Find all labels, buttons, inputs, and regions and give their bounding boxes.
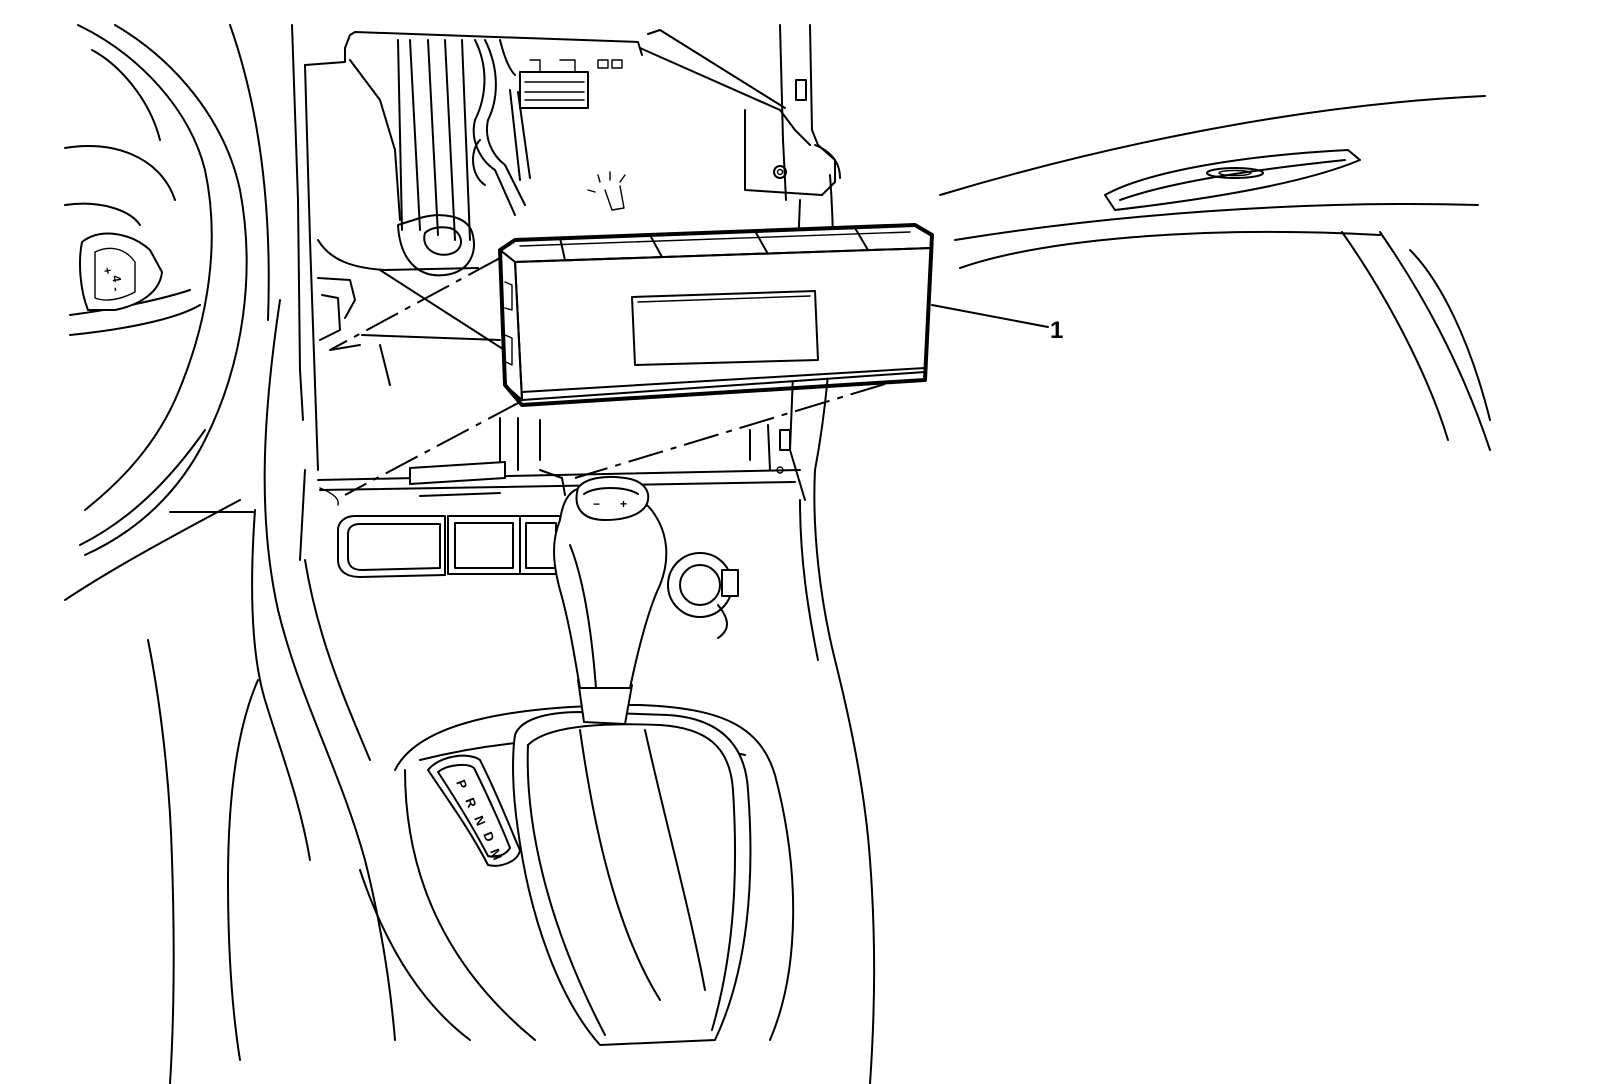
center-console: P R N D M bbox=[147, 299, 876, 1084]
shift-lever: − + bbox=[553, 475, 668, 725]
gear-letter-m: M bbox=[487, 847, 505, 863]
paddle-minus-label: - bbox=[109, 286, 123, 292]
paddle-plus-label: + bbox=[100, 266, 115, 275]
dashboard-top-right bbox=[939, 95, 1491, 451]
shift-knob-plus: + bbox=[620, 497, 627, 511]
display-module bbox=[498, 223, 934, 407]
exploded-view-dash-lines bbox=[329, 257, 886, 496]
instrument-panel-opening bbox=[291, 24, 841, 561]
callout-1: 1 bbox=[931, 304, 1063, 344]
shift-knob-minus: − bbox=[593, 497, 600, 511]
callout-label-1: 1 bbox=[1050, 317, 1063, 344]
steering-wheel bbox=[64, 24, 270, 601]
steering-wheel-shift-paddle: + 4 - bbox=[79, 232, 163, 311]
paddle-number-label: 4 bbox=[109, 274, 124, 283]
